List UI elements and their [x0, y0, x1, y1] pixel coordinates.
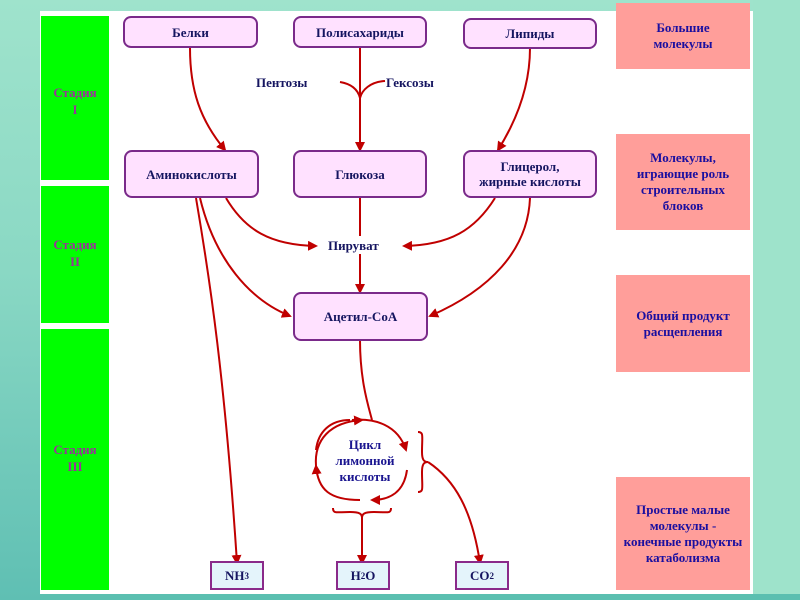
- stage-3-numeral: III: [67, 459, 83, 474]
- node-glycerol-line1: Глицерол,: [500, 159, 560, 174]
- desc-common-product: Общий продукт расщепления: [616, 275, 750, 372]
- product-nh3-sub: 3: [244, 570, 250, 581]
- arrow-amino-acids-to-nh3: [195, 197, 242, 565]
- arrow-glycerol-to-acetyl-coa: [428, 197, 531, 318]
- node-lipids: Липиды: [463, 18, 597, 49]
- cycle-brace-bottom: [332, 507, 392, 519]
- arrow-glycerol-to-pyruvate: [402, 197, 496, 251]
- arrow-amino-acids-to-acetyl-coa: [199, 197, 292, 318]
- stage-2-numeral: II: [69, 254, 81, 269]
- stage-1-numeral: I: [72, 102, 78, 117]
- branch-hexoses: [359, 80, 386, 99]
- cycle-line-2: лимонной: [335, 453, 395, 468]
- arrow-acetyl-coa-to-cycle: [359, 339, 373, 421]
- label-pentoses: Пентозы: [256, 75, 308, 90]
- arrow-cycle-to-co2: [427, 461, 484, 565]
- cycle-arc-bottom-left: [311, 464, 361, 501]
- cycle-line-1: Цикл: [348, 437, 382, 452]
- desc-building-blocks: Молекулы, играющие роль строительных бло…: [616, 134, 750, 230]
- cycle-brace-right: [417, 431, 429, 493]
- node-glycerol-line2: жирные кислоты: [479, 174, 581, 189]
- product-h2o-sub: 2: [360, 570, 366, 581]
- stage-3-title: Стадия: [53, 442, 97, 457]
- product-h2o-tail: O: [365, 567, 376, 583]
- desc-large-molecules: Большие молекулы: [616, 3, 750, 69]
- arrow-lipids-to-glycerol: [496, 47, 531, 152]
- desc-end-products: Простые малые молекулы - конечные продук…: [616, 477, 750, 590]
- stage-2-title: Стадия: [53, 237, 97, 252]
- product-co2-sub: 2: [489, 570, 495, 581]
- stage-1-title: Стадия: [53, 85, 97, 100]
- product-h2o-base: H: [350, 567, 361, 583]
- node-glucose: Глюкоза: [293, 150, 427, 198]
- label-pyruvate: Пируват: [328, 238, 379, 253]
- right-border-strip: [753, 0, 800, 600]
- product-nh3-base: NH: [225, 567, 245, 583]
- cycle-arc-top: [315, 419, 351, 451]
- arrow-proteins-to-amino-acids: [189, 47, 227, 152]
- node-proteins: Белки: [123, 16, 258, 48]
- node-polysaccharides: Полисахариды: [293, 16, 427, 48]
- cycle-arc-left-top: [314, 415, 364, 467]
- node-amino-acids: Аминокислоты: [124, 150, 259, 198]
- cycle-line-3: кислоты: [339, 469, 391, 484]
- bottom-border-strip: [40, 594, 800, 600]
- product-co2-base: CO: [470, 567, 490, 583]
- node-acetyl-coa: Ацетил-CoA: [293, 292, 428, 341]
- label-hexoses: Гексозы: [386, 75, 434, 90]
- cycle-arc-bottom-right: [370, 469, 408, 505]
- branch-pentoses: [339, 81, 361, 99]
- arrow-amino-acids-to-pyruvate: [225, 197, 318, 251]
- node-glycerol-fatty-acids: Глицерол, жирные кислоты: [463, 150, 597, 198]
- citric-acid-cycle-label: Цикл лимонной кислоты: [322, 437, 408, 485]
